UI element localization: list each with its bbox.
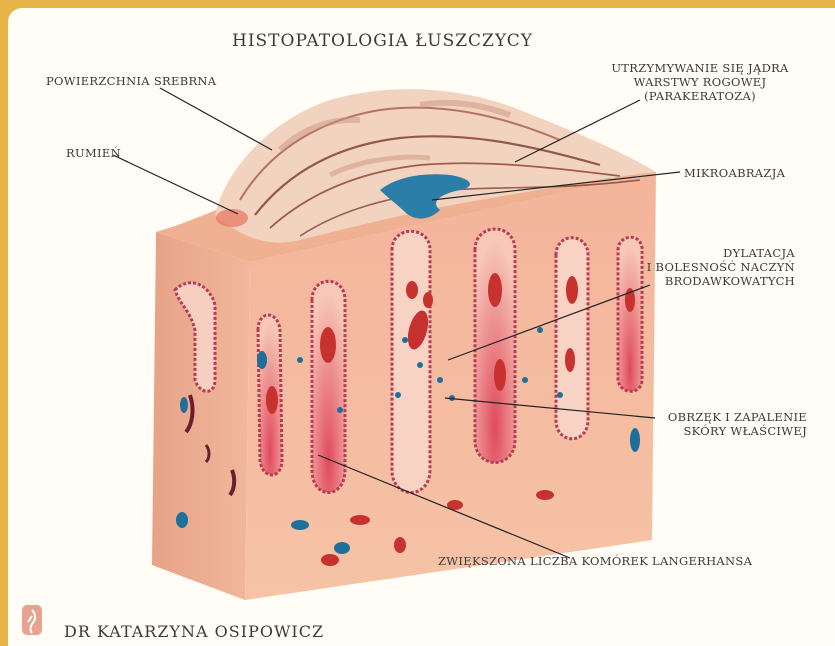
- author-credit: DR KATARZYNA OSIPOWICZ: [64, 622, 324, 641]
- figure-logo-icon: [22, 605, 42, 635]
- label-parakeratosis-line2: WARSTWY ROGOWEJ: [600, 75, 800, 89]
- label-dilation-line2: I BOLESNOŚĆ NACZYŃ: [600, 260, 795, 274]
- label-microabscess: MIKROABRAZJA: [684, 166, 785, 180]
- label-dilation-line1: DYLATACJA: [600, 246, 795, 260]
- label-langerhans: ZWIĘKSZONA LICZBA KOMÓREK LANGERHANSA: [438, 554, 752, 568]
- label-parakeratosis-line3: (PARAKERATOZA): [600, 89, 800, 103]
- label-silver-surface: POWIERZCHNIA SREBRNA: [46, 74, 216, 88]
- label-dilation-line3: BRODAWKOWATYCH: [600, 274, 795, 288]
- label-dilation: DYLATACJA I BOLESNOŚĆ NACZYŃ BRODAWKOWAT…: [600, 246, 795, 288]
- label-erythema: RUMIEŃ: [66, 146, 121, 160]
- label-parakeratosis-line1: UTRZYMYWANIE SIĘ JĄDRA: [600, 61, 800, 75]
- label-edema-line2: SKÓRY WŁAŚCIWEJ: [600, 424, 807, 438]
- label-edema: OBRZĘK I ZAPALENIE SKÓRY WŁAŚCIWEJ: [600, 410, 807, 438]
- label-parakeratosis: UTRZYMYWANIE SIĘ JĄDRA WARSTWY ROGOWEJ (…: [600, 61, 800, 103]
- label-edema-line1: OBRZĘK I ZAPALENIE: [600, 410, 807, 424]
- diagram-title: HISTOPATOLOGIA ŁUSZCZYCY: [232, 31, 592, 51]
